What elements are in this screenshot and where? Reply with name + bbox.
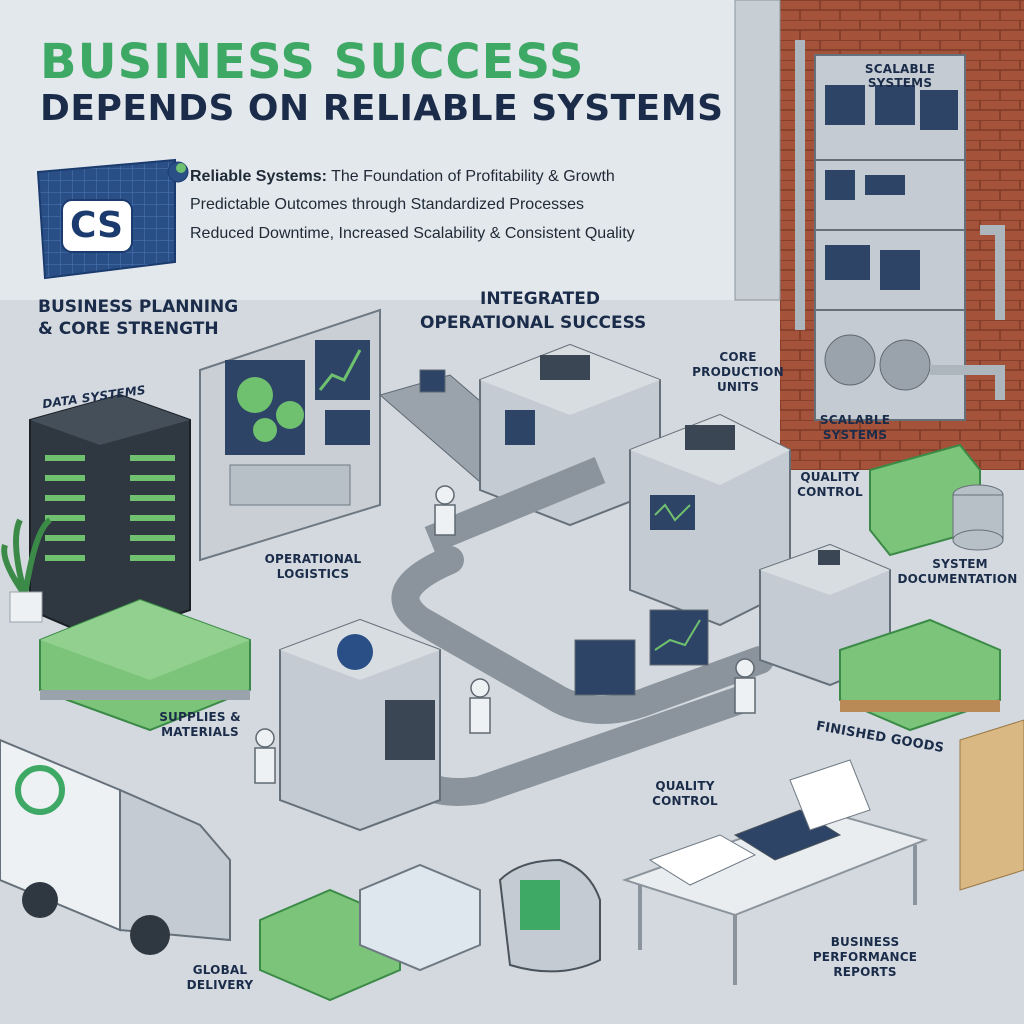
label-operational-success: OPERATIONAL SUCCESS xyxy=(420,313,647,333)
label-scalable-mid-1: SCALABLE xyxy=(819,413,891,427)
label-scalable-mid-2: SYSTEMS xyxy=(822,428,888,442)
label-reports-2: PERFORMANCE xyxy=(812,950,918,964)
label-supplies-1: SUPPLIES & xyxy=(159,710,241,724)
delivery-pallets xyxy=(259,863,481,1002)
plant xyxy=(1,517,52,623)
robot-workers xyxy=(254,485,756,784)
supplies-crates xyxy=(39,598,251,732)
title-line-1: BUSINESS SUCCESS xyxy=(40,34,585,90)
label-core-1: CORE xyxy=(719,350,757,364)
label-scalable-top-1: SCALABLE xyxy=(864,62,936,76)
summary-lead: Reliable Systems: xyxy=(190,168,327,185)
label-global-2: DELIVERY xyxy=(186,978,254,992)
label-reports-1: BUSINESS xyxy=(830,935,900,949)
label-operational-1: OPERATIONAL xyxy=(264,552,362,566)
label-quality-bot-2: CONTROL xyxy=(652,794,718,808)
label-scalable-top-2: SYSTEMS xyxy=(867,76,933,90)
summary-lead-rest: The Foundation of Profitability & Growth xyxy=(326,168,615,185)
reports-table xyxy=(621,759,929,985)
production-unit-2 xyxy=(629,413,791,627)
server-rack xyxy=(29,393,191,642)
title-line-2: DEPENDS ON RELIABLE SYSTEMS xyxy=(40,88,724,129)
label-reports-3: REPORTS xyxy=(833,965,897,979)
scalable-systems-tower xyxy=(795,40,1005,421)
summary-line-1: Reliable Systems: The Foundation of Prof… xyxy=(190,168,615,186)
label-system-doc-2: DOCUMENTATION xyxy=(897,572,1018,586)
finished-goods-pallet xyxy=(839,618,1024,891)
summary-line-3: Reduced Downtime, Increased Scalability … xyxy=(190,225,635,242)
blueprint-logo-icon xyxy=(36,158,189,280)
label-operational-2: LOGISTICS xyxy=(276,567,350,581)
label-supplies-2: MATERIALS xyxy=(161,725,239,739)
label-global-1: GLOBAL xyxy=(192,963,248,977)
label-core-3: UNITS xyxy=(716,380,760,394)
label-quality-bot-1: QUALITY xyxy=(655,779,715,793)
label-system-doc-1: SYSTEM xyxy=(932,557,988,571)
control-console xyxy=(199,308,381,562)
label-integrated: INTEGRATED xyxy=(480,289,600,309)
label-quality-top-2: CONTROL xyxy=(797,485,863,499)
delivery-truck xyxy=(0,738,231,955)
summary-line-2: Predictable Outcomes through Standardize… xyxy=(190,196,584,213)
qc-monitor xyxy=(574,639,636,696)
label-quality-top-1: QUALITY xyxy=(800,470,860,484)
cs-machine xyxy=(279,618,441,832)
documentation-folders xyxy=(869,443,1004,557)
logo-text: CS xyxy=(70,205,124,246)
label-core-2: PRODUCTION xyxy=(692,365,784,379)
cleaning-robot xyxy=(498,858,601,973)
label-business-planning: BUSINESS PLANNING & CORE STRENGTH xyxy=(38,297,239,339)
